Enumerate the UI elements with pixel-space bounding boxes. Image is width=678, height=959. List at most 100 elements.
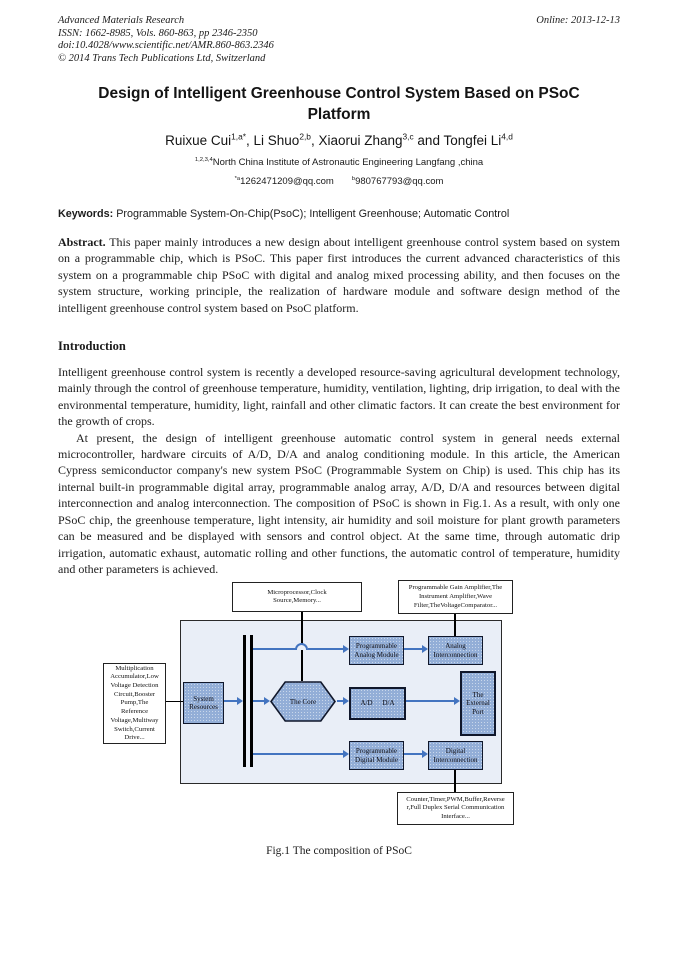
label-line: Circuit,Booster (113, 690, 156, 698)
node-label-line: External (466, 699, 490, 708)
abstract-paragraph: Abstract. This paper mainly introduces a… (58, 234, 620, 316)
arrow-system-resources-to-bus (223, 697, 243, 706)
email-first: *a1262471209@qq.com (235, 176, 334, 187)
arrow-ad-da-to-external-port (403, 697, 460, 706)
arrowhead-icon (454, 697, 460, 706)
node-label-line: System (193, 694, 214, 703)
node-digital-interconnection: Digital Interconnection (428, 741, 483, 771)
connector-line-digital-interconnection-to-counter (454, 768, 456, 793)
arrowhead-icon (343, 697, 349, 706)
arrow-core-to-ad-da (337, 697, 349, 706)
keywords-text: Programmable System-On-Chip(PsoC); Intel… (116, 208, 510, 220)
label-line: Microprocessor,Clock (267, 588, 327, 596)
email-mark: *a (234, 175, 241, 182)
line-hop-icon (295, 643, 308, 651)
arrowhead-icon (237, 697, 243, 706)
arrow-analog-module-to-analog-interconnection (403, 645, 428, 654)
author-name: , Li Shuo (246, 133, 300, 148)
label-line: Source,Memory... (273, 597, 321, 605)
journal-header: Advanced Materials Research ISSN: 1662-8… (58, 15, 620, 65)
node-label-line: Interconnection (433, 650, 478, 659)
author-name: and Tongfei Li (413, 133, 502, 148)
arrow-bus-to-analog-module-segment (253, 648, 296, 651)
abstract-label: Abstract. (58, 235, 106, 249)
paper-page: Advanced Materials Research ISSN: 1662-8… (58, 15, 620, 858)
da-label: D/A (382, 699, 395, 708)
label-gain-amplifier-filter-comparator: Programmable Gain Amplifier,The Instrume… (398, 580, 513, 615)
author-affil-mark: 2,b (299, 131, 311, 142)
arrow-bus-to-core (253, 697, 270, 706)
keywords-label: Keywords: (58, 208, 114, 220)
keywords-line: Keywords: Programmable System-On-Chip(Ps… (58, 208, 620, 220)
email-second: b980767793@qq.com (352, 176, 444, 187)
node-label-line: Resources (189, 703, 218, 712)
affiliation-marks: 1,2,3,4 (194, 156, 213, 163)
label-line: Pump,The (120, 699, 149, 707)
ad-label: A/D (360, 699, 373, 708)
author-affil-mark: 1,a* (231, 131, 247, 142)
arrowhead-icon (422, 750, 428, 759)
core-hexagon-outline (270, 681, 336, 723)
node-external-port: The External Port (460, 671, 496, 737)
journal-name: Advanced Materials Research (58, 15, 185, 26)
label-line: Voltage,Multiway (110, 716, 159, 724)
bus-bar-right (250, 635, 253, 768)
label-line: r,Full Duplex Serial Communication (406, 804, 505, 812)
label-line: Multiplication (115, 664, 154, 672)
arrow-digital-module-to-digital-interconnection (403, 750, 428, 759)
label-line: Programmable Gain Amplifier,The (408, 584, 503, 592)
issn-line: ISSN: 1662-8985, Vols. 860-863, pp 2346-… (58, 27, 258, 39)
author-affil-mark: 3,c (402, 131, 414, 142)
section-heading-introduction: Introduction (58, 339, 126, 354)
label-line: Drive... (124, 734, 145, 742)
affiliation-text: North China Institute of Astronautic Eng… (212, 157, 484, 168)
node-label-line: Digital Module (355, 755, 398, 764)
label-line: Switch,Current (114, 725, 155, 733)
node-label-line: Digital (445, 747, 466, 756)
label-line: Voltage Detection (110, 682, 159, 690)
arrowhead-icon (264, 697, 270, 706)
node-label-line: Interconnection (433, 755, 478, 764)
email-mark: b (351, 175, 356, 182)
copyright-line: © 2014 Trans Tech Publications Ltd, Swit… (58, 52, 266, 64)
node-programmable-digital-module: Programmable Digital Module (349, 741, 404, 771)
label-line: Counter,Timer,PWM,Buffer,Reverse (406, 795, 505, 803)
node-analog-interconnection: Analog Interconnection (428, 636, 483, 666)
node-label-line: Analog (445, 642, 466, 651)
connector-line-amplifier-to-analog-interconnection (454, 612, 456, 637)
bus-bar-left (243, 635, 246, 768)
node-label-line: Analog Module (354, 650, 399, 659)
node-label-line: Programmable (355, 747, 398, 756)
node-the-core: The Core (270, 681, 336, 723)
arrow-bus-to-analog-module (308, 645, 349, 654)
label-microprocessor-clock-memory: Microprocessor,Clock Source,Memory... (232, 582, 362, 613)
node-system-resources: System Resources (183, 682, 224, 725)
arrowhead-icon (343, 645, 349, 654)
label-line: Instrument Amplifier,Wave (418, 592, 493, 600)
node-label-line: Port (472, 708, 484, 717)
label-line: Accumulator,Low (110, 673, 159, 681)
arrow-bus-to-digital-module (253, 750, 349, 759)
author-line: Ruixue Cui1,a*, Li Shuo2,b, Xiaorui Zhan… (58, 131, 620, 148)
paper-title: Design of Intelligent Greenhouse Control… (98, 85, 580, 123)
affiliation-line: 1,2,3,4North China Institute of Astronau… (58, 157, 620, 168)
journal-header-left: Advanced Materials Research ISSN: 1662-8… (58, 15, 274, 65)
email-address: 980767793@qq.com (355, 176, 444, 187)
core-label: The Core (289, 697, 317, 706)
node-label-line: The (472, 690, 484, 699)
introduction-paragraph-2: At present, the design of intelligent gr… (58, 430, 620, 576)
email-line: *a1262471209@qq.com b980767793@qq.com (58, 176, 620, 187)
label-multiplication-accumulator-drive: Multiplication Accumulator,Low Voltage D… (103, 663, 166, 745)
author-name: , Xiaorui Zhang (310, 133, 403, 148)
doi-line: doi:10.4028/www.scientific.net/AMR.860-8… (58, 40, 274, 51)
label-line: Interface... (441, 813, 470, 821)
label-line: Filter,TheVoltageComparator... (413, 601, 498, 609)
node-ad-da-converter: A/D D/A (349, 687, 406, 721)
online-date: Online: 2013-12-13 (536, 15, 620, 26)
author-affil-mark: 4,d (501, 131, 513, 142)
figure-caption: Fig.1 The composition of PSoC (266, 845, 412, 858)
label-line: Reference (120, 708, 149, 716)
arrowhead-icon (422, 645, 428, 654)
node-label-line: Programmable (355, 642, 398, 651)
email-address: 1262471209@qq.com (240, 176, 334, 187)
